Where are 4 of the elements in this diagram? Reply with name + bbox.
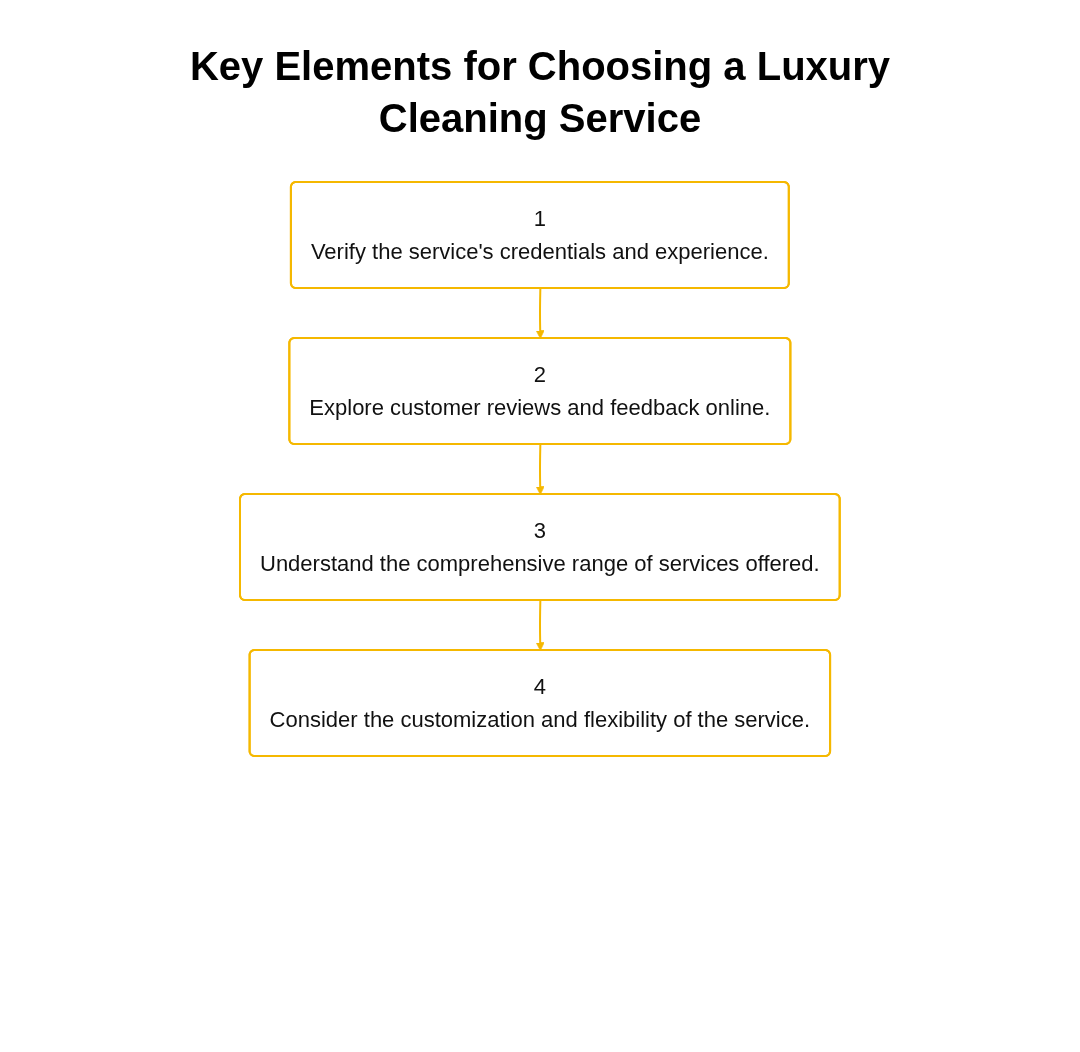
arrow: [535, 287, 545, 339]
arrow: [535, 443, 545, 495]
title: Key Elements for Choosing a Luxury Cleaning Service: [188, 43, 892, 142]
arrow: [535, 599, 545, 651]
